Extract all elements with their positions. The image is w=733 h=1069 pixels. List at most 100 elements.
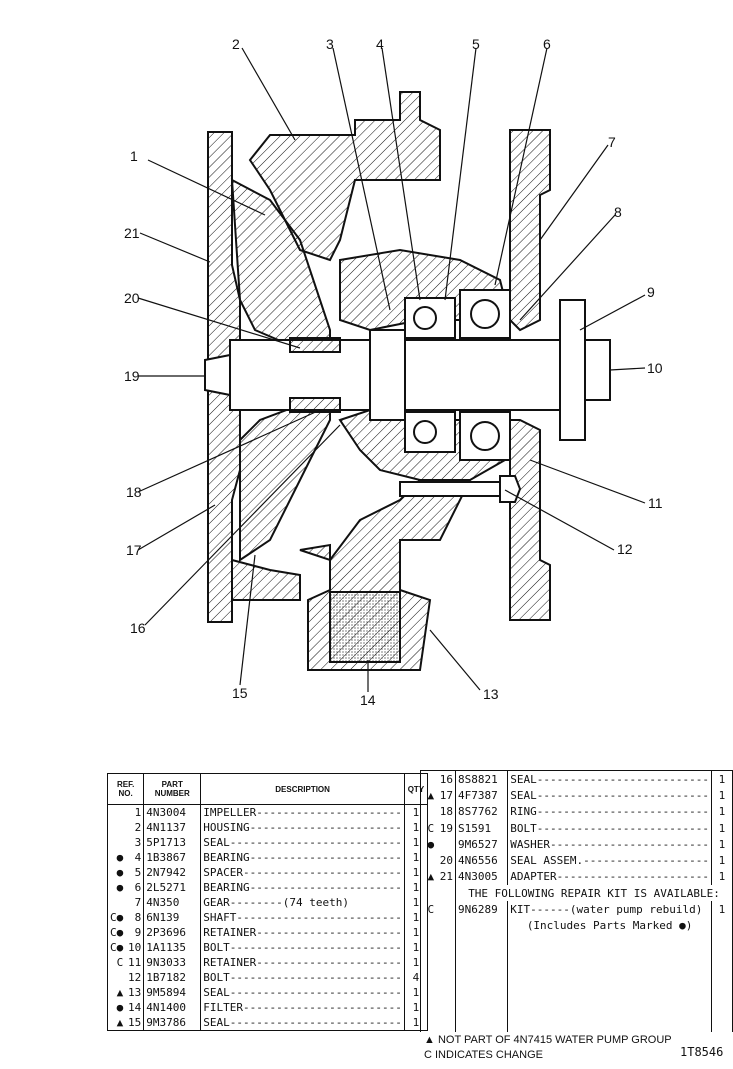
ref-number: 4 [125,850,145,865]
callout-21: 21 [124,225,140,241]
quantity: 1 [412,821,420,834]
blank-row [421,982,733,1000]
ref-number: 2 [125,820,145,835]
ref-number: 5 [125,865,145,880]
callout-6: 6 [543,36,551,52]
marker: C [427,903,435,917]
kit-heading-row: THE FOLLOWING REPAIR KIT IS AVAILABLE: [421,885,733,902]
blank-cell [436,1015,457,1032]
callout-1: 1 [130,148,138,164]
quantity: 1 [412,866,420,879]
callout-18: 18 [126,484,142,500]
callout-2: 2 [232,36,240,52]
blank-cell [507,966,712,983]
quantity: 1 [412,896,420,909]
ref-number: 14 [125,1000,145,1015]
figure-number: 1T8546 [680,1045,724,1059]
blank-cell [507,1015,712,1032]
marker: ● [116,1001,124,1014]
part-number: 9M3786 [143,1015,202,1031]
quantity: 1 [412,1001,420,1014]
quantity: 1 [412,836,420,849]
description: SEAL-------------------------- [200,835,405,850]
marker [421,853,437,869]
blank-cell [507,999,712,1016]
ref-number [436,885,457,902]
part-number: 9N6289 [455,901,509,918]
description: BEARING----------------------- [200,880,405,895]
blank-cell [421,999,437,1015]
callout-19: 19 [124,368,140,384]
blank-cell [507,934,712,951]
quantity: 1 [412,851,420,864]
marker: ▲ [427,870,435,884]
ref-number [436,917,457,935]
description: IMPELLER---------------------- [200,804,405,820]
part-number: 4N1137 [143,820,202,835]
description: SPACER------------------------ [200,865,405,880]
blank-row [421,966,733,983]
part-number: S1591 [455,819,509,837]
quantity: 1 [718,772,726,786]
callout-20: 20 [124,290,140,306]
header-qty: QTY [404,773,428,805]
blank-cell [436,999,457,1016]
callout-17: 17 [126,542,142,558]
part-number: 8S8821 [455,770,509,788]
quantity: 1 [718,788,726,802]
part-number: 9N3033 [143,955,202,970]
blank-cell [421,950,437,966]
quantity: 1 [718,821,726,835]
marker: C [427,821,435,835]
callout-5: 5 [472,36,480,52]
ref-number: 1 [125,804,145,820]
marker: C● [110,926,124,939]
blank-cell [455,934,509,951]
callout-14: 14 [360,692,376,708]
part-number: 1A1135 [143,940,202,955]
ref-number [436,901,457,918]
part-number: 4N350 [143,895,202,910]
part-number: 2P3696 [143,925,202,940]
callout-8: 8 [614,204,622,220]
marker [108,835,126,850]
ref-number [436,836,457,853]
callout-16: 16 [130,620,146,636]
marker [108,805,126,821]
quantity: 1 [718,870,726,884]
description: SHAFT------------------------- [200,910,405,925]
part-number: 9M5894 [143,985,202,1000]
ref-number: 12 [125,970,145,985]
ref-number: 7 [125,895,145,910]
callout-4: 4 [376,36,384,52]
description: SEAL-------------------------- [507,770,712,788]
header-part-number: PART NUMBER [143,773,202,805]
callout-13: 13 [483,686,499,702]
description: FILTER------------------------ [200,1000,405,1015]
quantity: 1 [718,837,726,851]
description: GEAR--------(74 teeth) [200,895,405,910]
marker [108,970,126,985]
marker [421,918,437,934]
ref-number: 9 [125,925,145,940]
blank-cell [711,950,732,966]
callout-10: 10 [647,360,663,376]
ref-number: 15 [125,1015,145,1031]
blank-cell [455,982,509,1000]
quantity: 4 [412,971,420,984]
callout-3: 3 [326,36,334,52]
ref-number: 13 [125,985,145,1000]
footnote-indicates-change: C INDICATES CHANGE [424,1049,543,1061]
blank-cell [436,966,457,983]
part-number: 4N3005 [455,868,509,886]
ref-number: 6 [125,880,145,895]
quantity: 1 [412,881,420,894]
